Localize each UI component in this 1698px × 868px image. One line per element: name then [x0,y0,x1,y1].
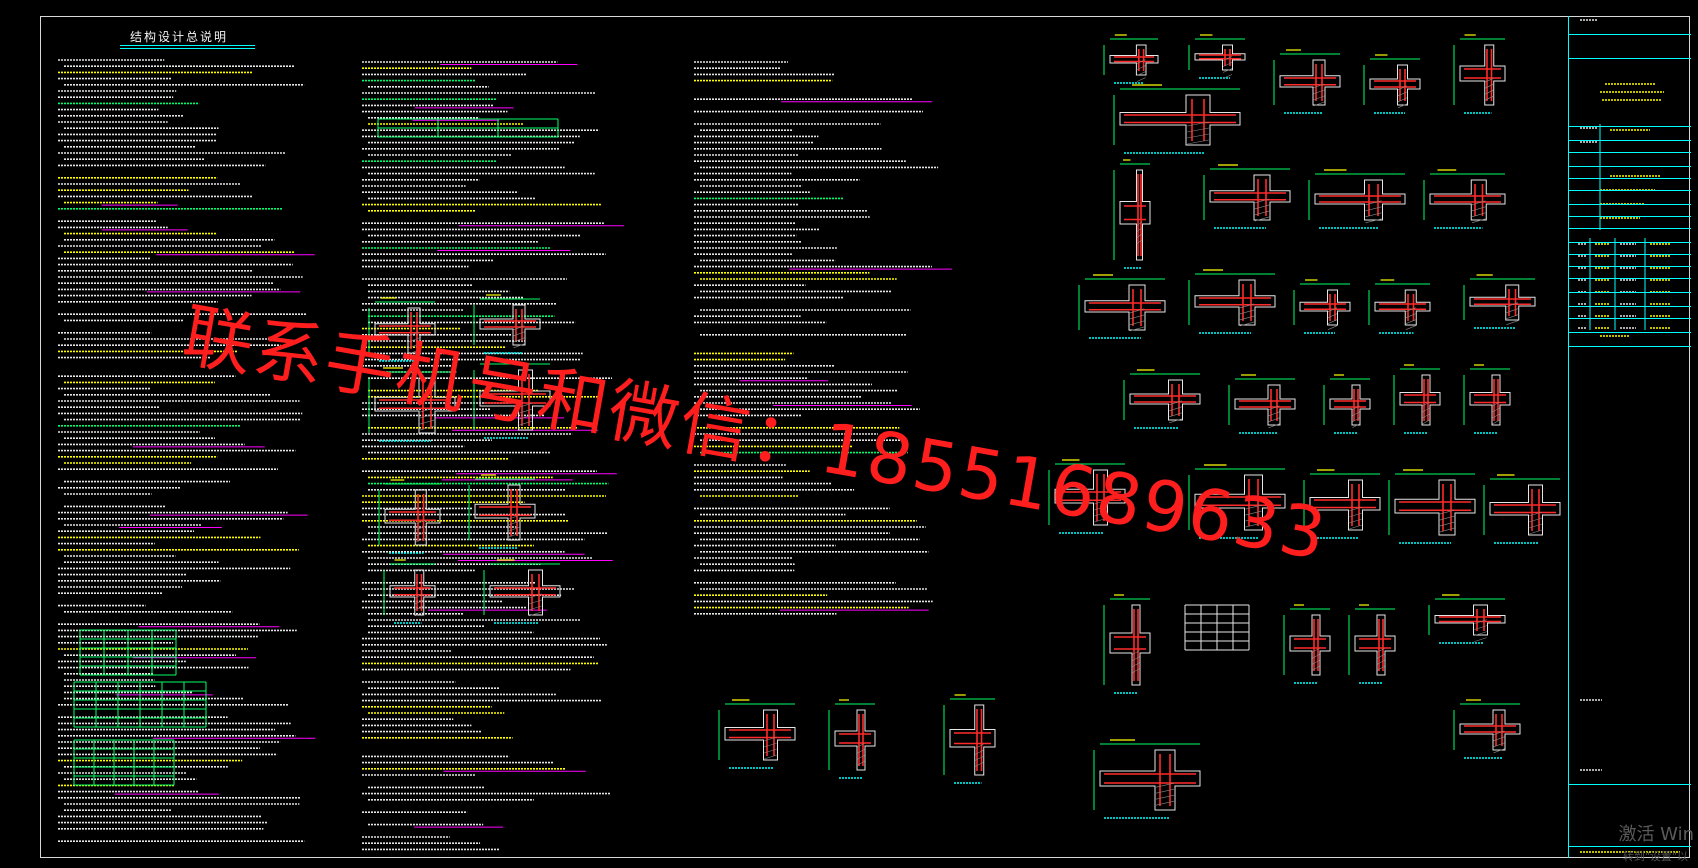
detail-23 [1303,469,1381,539]
detail-26 [1103,594,1151,694]
detail-21 [1048,459,1126,534]
title-underline [120,45,255,46]
table-4 [377,118,559,138]
detail-32 [718,699,796,769]
detail-25 [1483,474,1561,544]
detail-16 [1123,369,1201,429]
detail-2 [1188,34,1246,79]
detail-8 [1203,164,1291,229]
detail-14 [1368,279,1431,334]
title-block-row [1569,190,1691,191]
windows-activation-text: 激活 Win [1618,824,1694,845]
title-block-row [1569,216,1691,217]
table-3 [73,739,175,786]
notes-column-3 [694,61,952,615]
table-5 [1184,604,1250,651]
detail-20 [1463,364,1511,434]
detail-38 [473,359,551,439]
title-block-row [1569,58,1691,59]
detail-13 [1293,279,1351,334]
detail-27 [1283,604,1331,684]
title-block-row [1569,266,1691,267]
detail-7 [1113,159,1151,269]
title-block-row [1569,242,1691,243]
windows-activation-subtext: 转到"设置"以 [1622,850,1688,863]
detail-30 [1453,699,1521,759]
detail-3 [1273,49,1341,114]
detail-4 [1363,54,1421,114]
detail-24 [1388,469,1476,544]
title-block-row [1569,178,1691,179]
notes-column-2 [362,61,624,851]
title-block-row [1569,292,1691,293]
detail-37 [368,367,456,442]
detail-39 [378,479,441,554]
detail-18 [1323,374,1371,434]
table-2 [73,681,207,728]
title-block-row [1569,332,1691,333]
detail-11 [1078,274,1166,339]
detail-34 [943,694,996,784]
detail-29 [1428,594,1506,644]
detail-17 [1228,374,1296,434]
detail-33 [828,699,876,779]
detail-10 [1423,169,1506,229]
detail-35 [368,297,436,362]
detail-1 [1103,34,1159,84]
title-block-row [1569,34,1691,35]
title-block-row [1569,126,1691,127]
detail-28 [1348,604,1396,684]
title-block-row [1569,346,1691,347]
detail-22 [1188,464,1286,539]
title-block-row [1569,140,1691,141]
detail-42 [483,559,561,624]
detail-6 [1113,84,1241,154]
detail-12 [1188,269,1276,334]
title-block-row [1569,152,1691,153]
title-block-row [1569,228,1691,229]
drawing-border [40,16,1690,858]
table-1 [79,629,177,676]
title-block-row [1569,318,1691,319]
detail-9 [1308,169,1406,229]
sheet-title: 结构设计总说明 [130,30,229,44]
detail-36 [473,294,541,354]
title-block-row [1569,254,1691,255]
detail-41 [383,559,436,624]
title-block-row [1569,204,1691,205]
detail-40 [468,474,536,549]
detail-31 [1093,739,1201,819]
title-block-row [1569,166,1691,167]
detail-5 [1453,34,1506,114]
title-block-row [1569,784,1691,785]
detail-19 [1393,364,1441,434]
title-block-row [1569,846,1691,847]
title-block [1568,16,1691,858]
detail-15 [1463,274,1536,329]
title-block-row [1569,278,1691,279]
title-underline-second [120,48,255,49]
title-block-row [1569,306,1691,307]
notes-column-1 [58,59,316,843]
